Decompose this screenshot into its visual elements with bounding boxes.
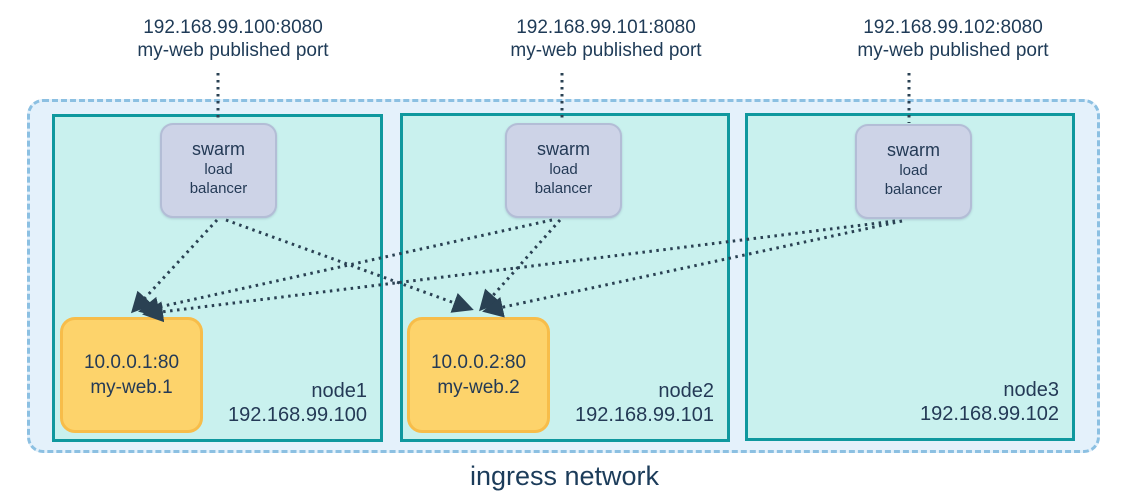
load-balancer-label: swarm	[887, 140, 940, 160]
published-port-label-node1: 192.168.99.100:8080 my-web published por…	[73, 16, 393, 62]
node-name: node2	[658, 380, 714, 402]
node-ip: 192.168.99.102	[919, 403, 1059, 425]
published-port-label-node2: 192.168.99.101:8080 my-web published por…	[446, 16, 766, 62]
task-my-web-1: 10.0.0.1:80 my-web.1	[60, 317, 203, 433]
load-balancer-label: balancer	[189, 180, 248, 197]
published-port-label-node3: 192.168.99.102:8080 my-web published por…	[793, 16, 1113, 62]
node-name: node1	[311, 380, 367, 402]
task-my-web-2: 10.0.0.2:80 my-web.2	[407, 317, 550, 433]
load-balancer-label: balancer	[534, 180, 593, 197]
published-port-caption: my-web published port	[510, 40, 702, 61]
task-address: 10.0.0.1:80	[83, 352, 180, 373]
load-balancer-label: swarm	[537, 139, 590, 159]
published-port-address: 192.168.99.102:8080	[863, 17, 1043, 38]
load-balancer-label: balancer	[884, 181, 943, 198]
task-address: 10.0.0.2:80	[430, 352, 527, 373]
load-balancer-label: load	[549, 161, 578, 178]
ingress-network-label: ingress network	[469, 461, 660, 491]
task-name: my-web.1	[90, 377, 173, 398]
published-port-caption: my-web published port	[857, 40, 1049, 61]
published-port-address: 192.168.99.101:8080	[516, 17, 696, 38]
node-label: node1 192.168.99.100	[228, 379, 367, 427]
load-balancer-label: load	[899, 162, 928, 179]
load-balancer-label: load	[204, 161, 233, 178]
node-ip: 192.168.99.101	[574, 404, 714, 426]
load-balancer-label: swarm	[192, 139, 245, 159]
node-label: node3 192.168.99.102	[920, 378, 1059, 426]
node-name: node3	[1003, 379, 1059, 401]
swarm-load-balancer-node2: swarm load balancer	[505, 123, 622, 218]
node-ip: 192.168.99.100	[227, 404, 367, 426]
task-name: my-web.2	[437, 377, 520, 398]
swarm-load-balancer-node1: swarm load balancer	[160, 123, 277, 218]
published-port-address: 192.168.99.100:8080	[143, 17, 323, 38]
node-label: node2 192.168.99.101	[575, 379, 714, 427]
published-port-caption: my-web published port	[137, 40, 329, 61]
swarm-load-balancer-node3: swarm load balancer	[855, 124, 972, 219]
